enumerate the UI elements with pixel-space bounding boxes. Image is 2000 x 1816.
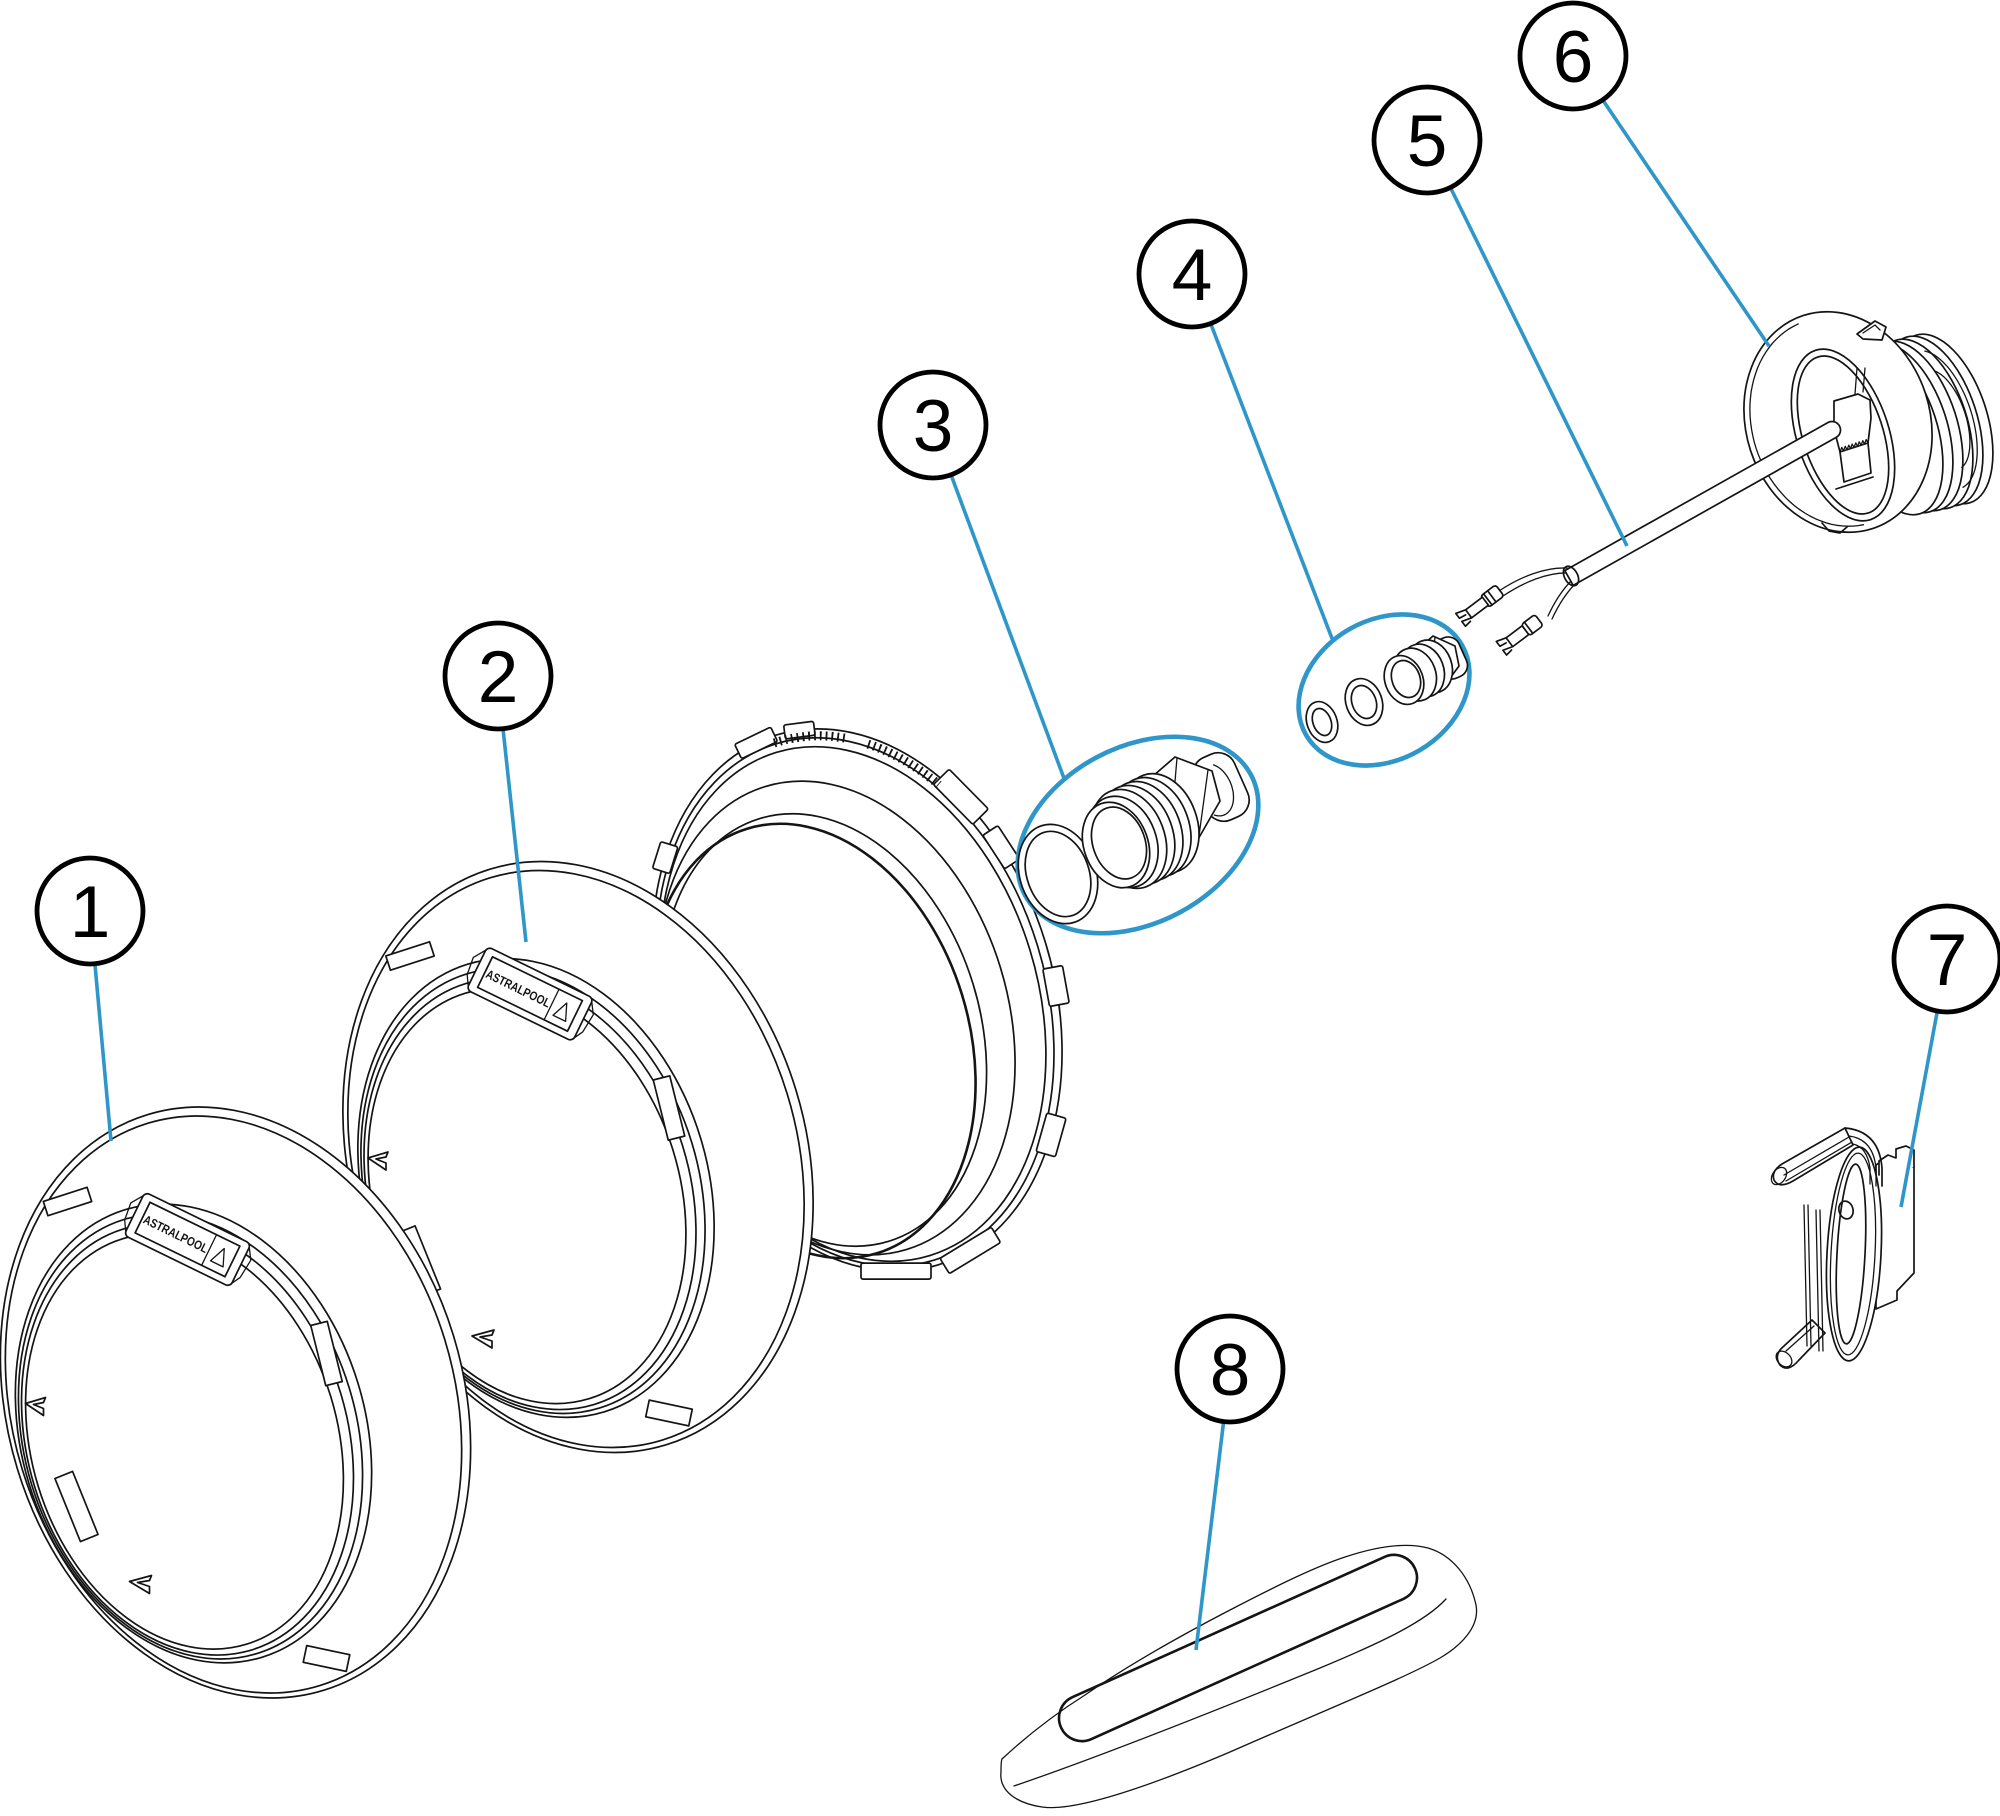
svg-text:6: 6 [1553,17,1594,98]
svg-text:2: 2 [478,637,519,718]
svg-text:5: 5 [1407,101,1448,182]
svg-text:1: 1 [70,872,111,953]
svg-text:4: 4 [1172,235,1213,316]
svg-text:3: 3 [913,386,954,467]
svg-text:8: 8 [1210,1330,1251,1411]
svg-text:7: 7 [1927,920,1968,1001]
